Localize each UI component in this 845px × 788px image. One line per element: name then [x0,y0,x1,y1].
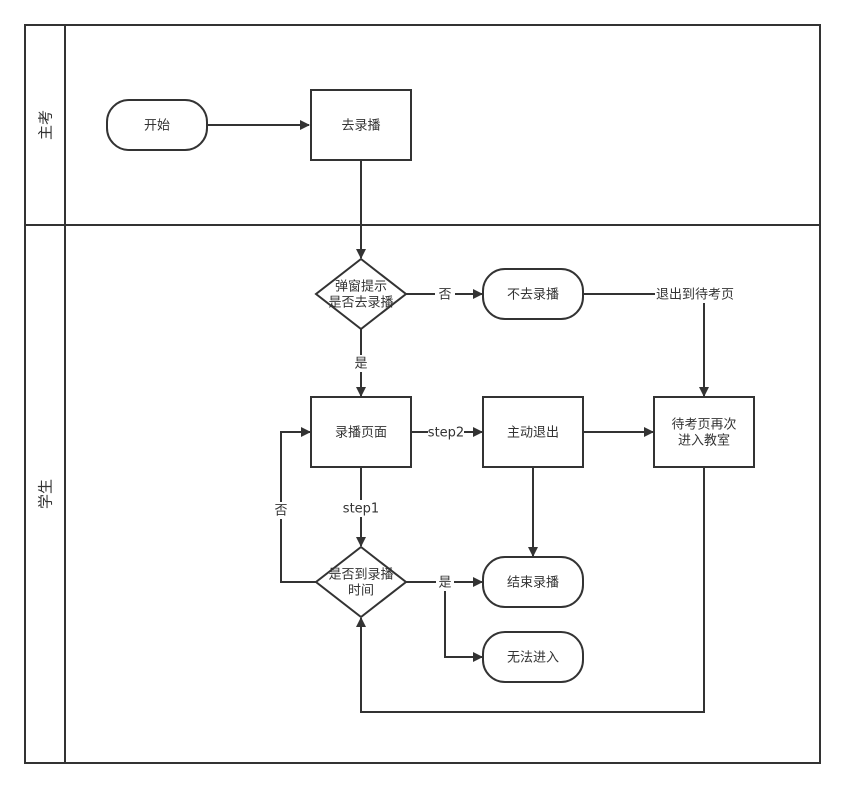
edge-labels: 否 是 退出到待考页 step2 step1 否 是 [272,286,735,591]
node-time-decision: 是否到录播 时间 [314,545,408,619]
edge-label-popup-yes: 是 [354,357,367,372]
node-popup-decision-line1: 弹窗提示 [335,279,387,295]
node-start: 开始 [106,99,208,151]
edge-label-popup-no: 否 [438,288,451,303]
node-record-page: 录播页面 [310,396,412,468]
node-wait-page-line2: 进入教室 [678,433,730,449]
lane-label-examiner: 主考 [37,110,55,140]
swimlane-frame [24,24,821,764]
edge-time-yes-to-cannot [444,582,483,662]
node-end-record: 结束录播 [482,556,584,608]
node-record-page-label: 录播页面 [335,426,387,441]
edge-wait-to-time [356,467,705,713]
node-cannot-enter-label: 无法进入 [507,651,559,666]
edge-label-step1: step1 [343,502,379,517]
edge-not-record-to-wait [583,293,709,397]
edges [207,120,709,713]
node-go-record-label: 去录播 [341,119,380,134]
node-time-decision-line2: 时间 [348,584,374,599]
edge-label-time-no: 否 [274,504,287,519]
node-end-record-label: 结束录播 [507,576,559,591]
node-wait-page: 待考页再次 进入教室 [653,396,755,468]
lane-label-student: 学生 [37,479,55,509]
node-wait-page-line1: 待考页再次 [671,417,736,433]
edge-label-step2: step2 [428,426,464,441]
node-active-exit-label: 主动退出 [507,426,559,441]
node-not-record: 不去录播 [482,268,584,320]
node-not-record-label: 不去录播 [507,288,559,303]
node-active-exit: 主动退出 [482,396,584,468]
node-go-record: 去录播 [310,89,412,161]
node-popup-decision: 弹窗提示 是否去录播 [314,257,408,331]
node-cannot-enter: 无法进入 [482,631,584,683]
edge-label-exit-to-wait: 退出到待考页 [656,288,734,303]
node-start-label: 开始 [144,119,170,134]
node-time-decision-line1: 是否到录播 [328,568,393,583]
node-popup-decision-line2: 是否去录播 [328,296,393,311]
edge-label-time-yes: 是 [438,576,451,591]
